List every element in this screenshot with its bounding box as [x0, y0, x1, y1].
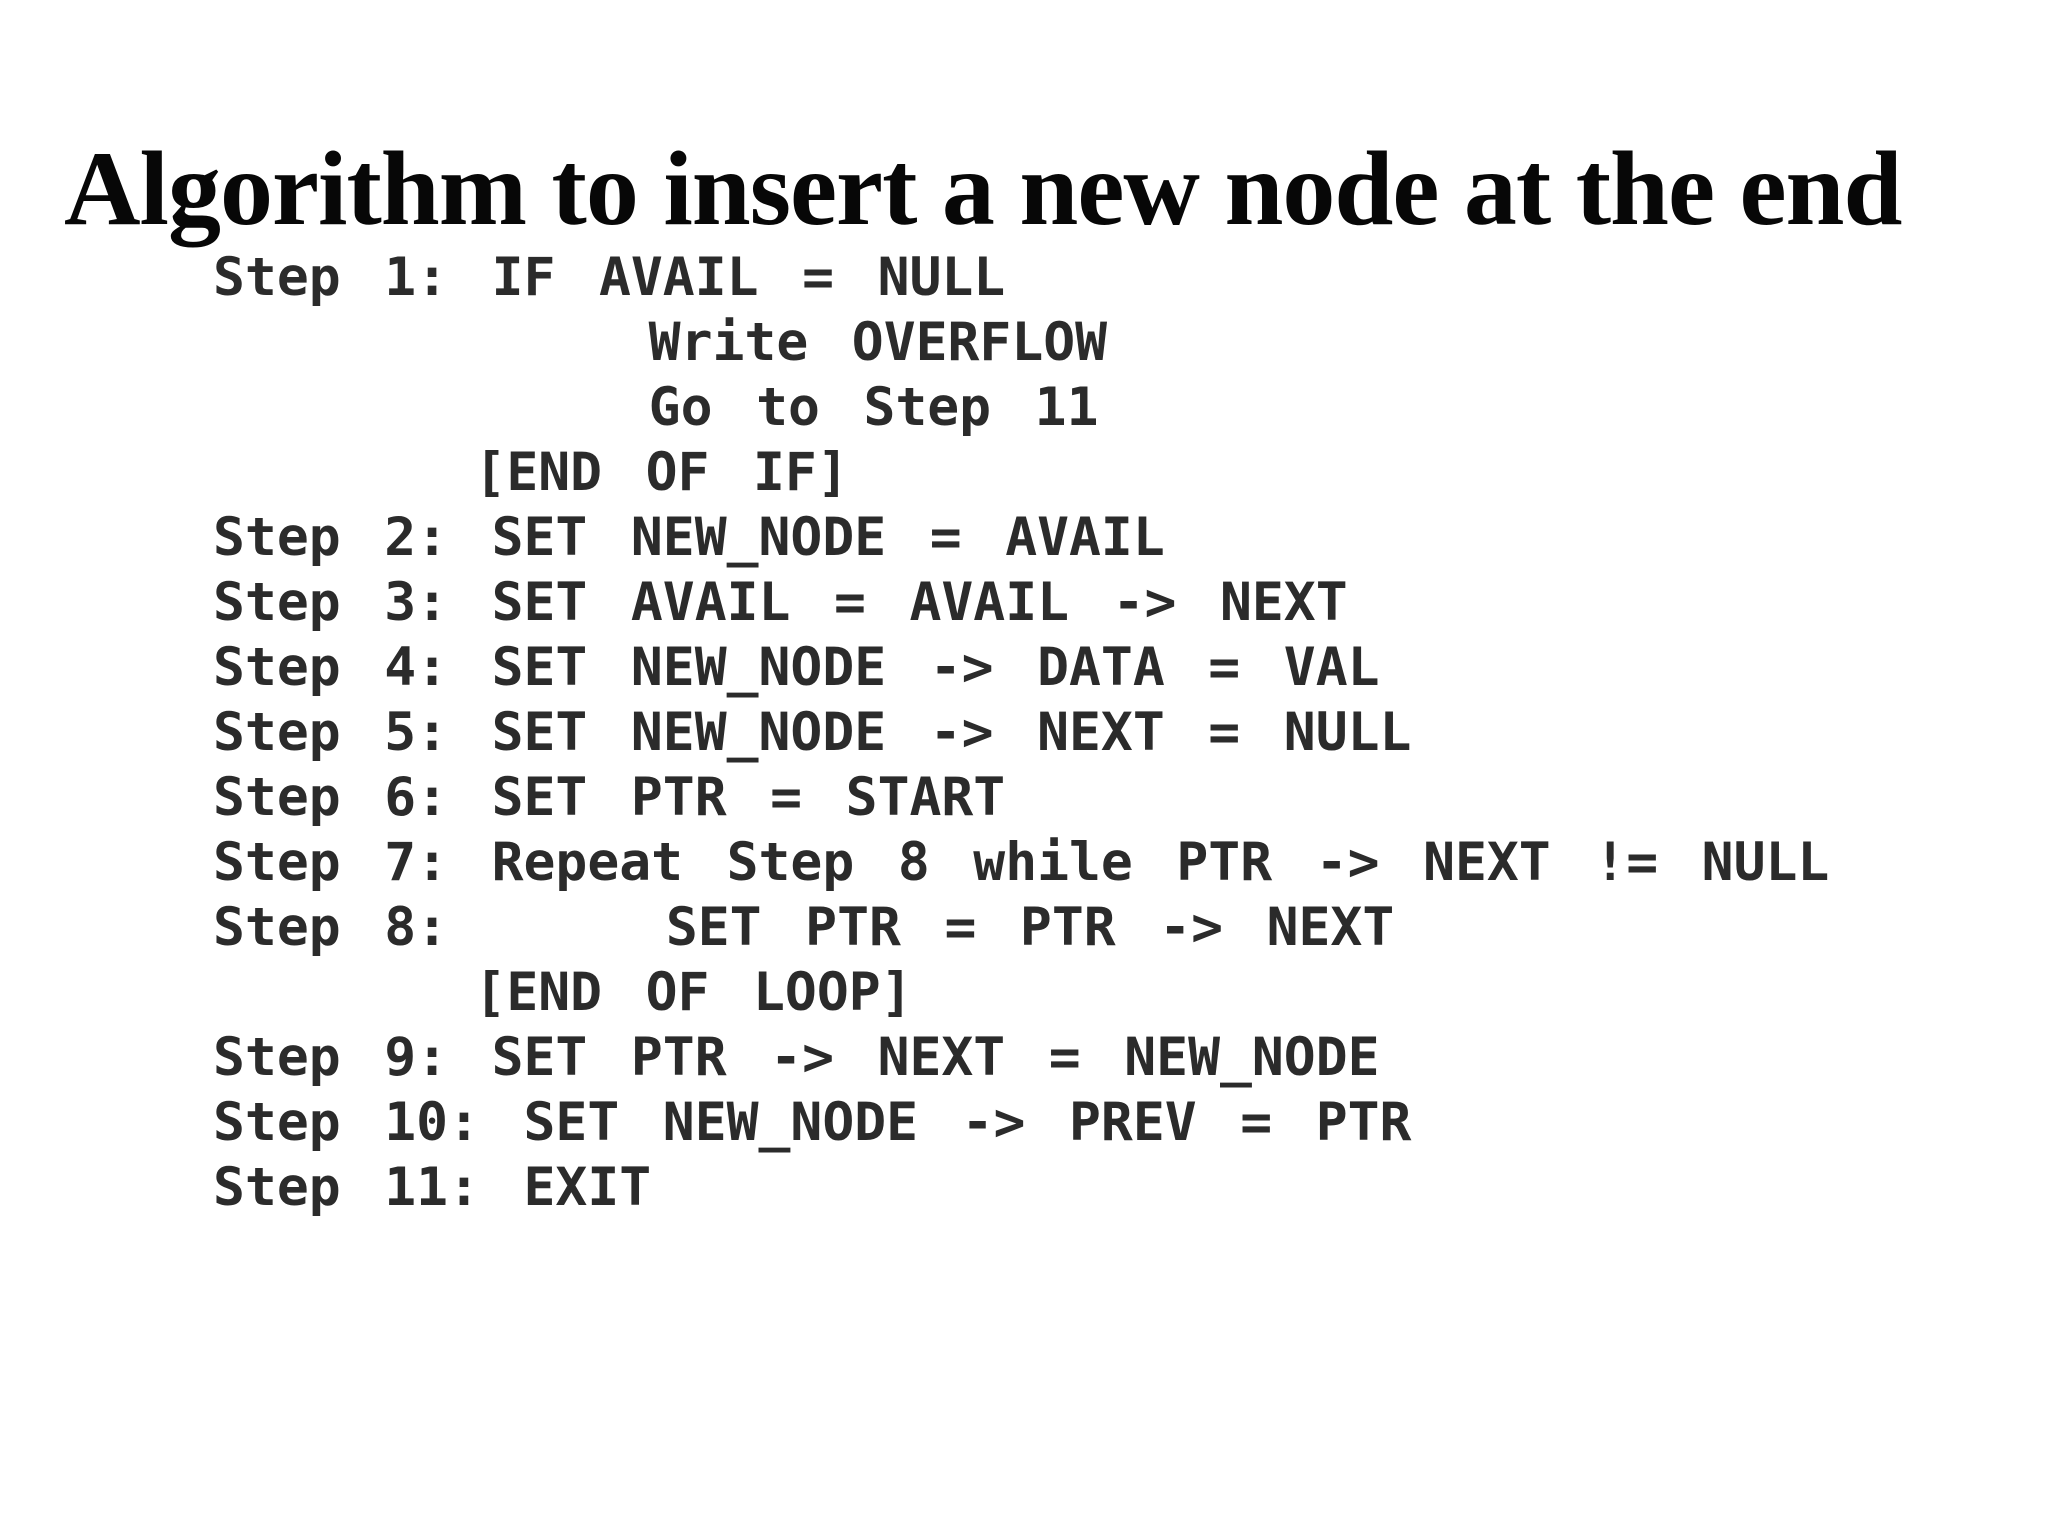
algorithm-code-block: Step 1: IF AVAIL = NULL Write OVERFLOW G… [213, 247, 1830, 1218]
slide-title: Algorithm to insert a new node at the en… [64, 130, 1902, 248]
